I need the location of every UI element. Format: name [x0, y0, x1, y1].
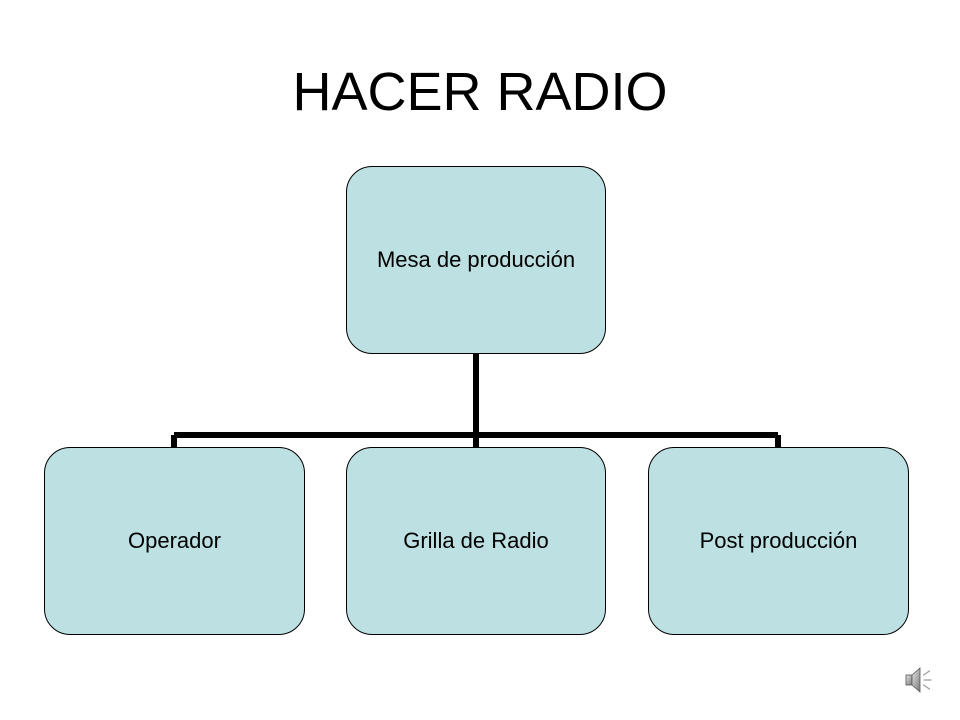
speaker-icon[interactable] [900, 662, 936, 698]
node-label: Mesa de producción [376, 247, 576, 272]
node-mesa-de-produccion: Mesa de producción [346, 166, 606, 354]
node-label: Operador [128, 528, 221, 553]
slide-title: HACER RADIO [292, 62, 668, 122]
node-label: Post producción [699, 528, 858, 553]
node-post-produccion: Post producción [648, 447, 909, 635]
node-grilla-de-radio: Grilla de Radio [346, 447, 606, 635]
node-label: Grilla de Radio [403, 528, 549, 553]
node-operador: Operador [44, 447, 305, 635]
